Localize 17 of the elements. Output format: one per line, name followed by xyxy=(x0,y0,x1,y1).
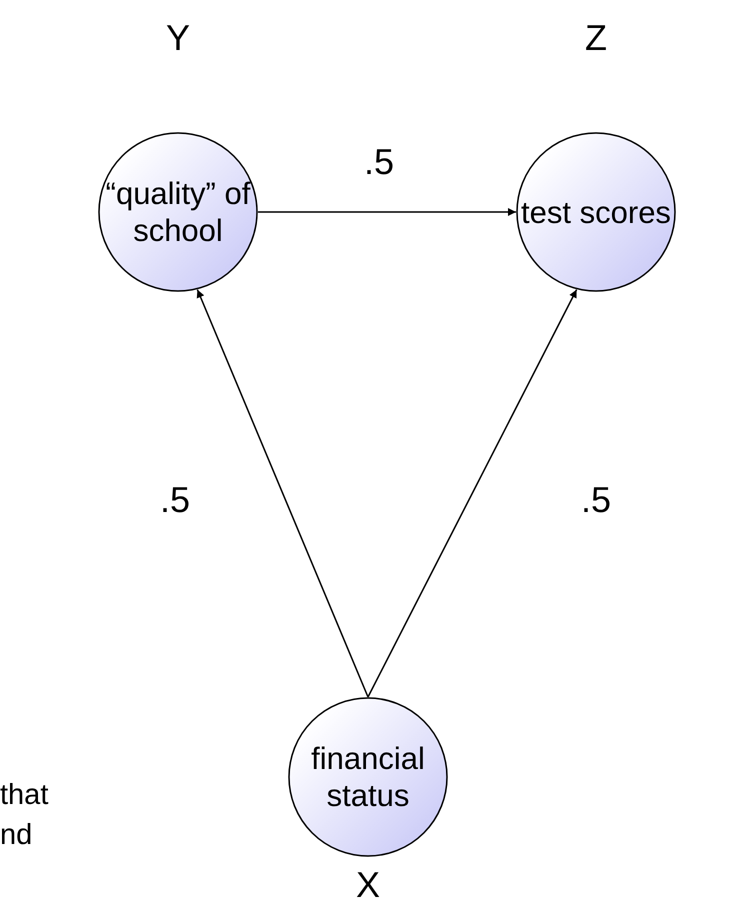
node-circle xyxy=(98,132,258,292)
variable-letter: Z xyxy=(585,17,607,59)
node-circle xyxy=(516,132,676,292)
text-fragment: that xyxy=(0,778,48,813)
node-label: “quality” of school xyxy=(104,175,252,249)
text-fragment: nd xyxy=(0,818,32,853)
node-label: financial status xyxy=(310,740,426,814)
edge-label: .5 xyxy=(160,479,190,521)
node-label: test scores xyxy=(521,194,671,230)
arrow xyxy=(258,208,516,216)
variable-letter: Y xyxy=(166,17,190,59)
arrow xyxy=(196,289,369,698)
edge-label: .5 xyxy=(580,479,612,521)
variable-letter: X xyxy=(356,864,380,906)
edge-label: .5 xyxy=(364,141,394,183)
arrow xyxy=(367,289,578,698)
node-circle xyxy=(288,697,448,857)
